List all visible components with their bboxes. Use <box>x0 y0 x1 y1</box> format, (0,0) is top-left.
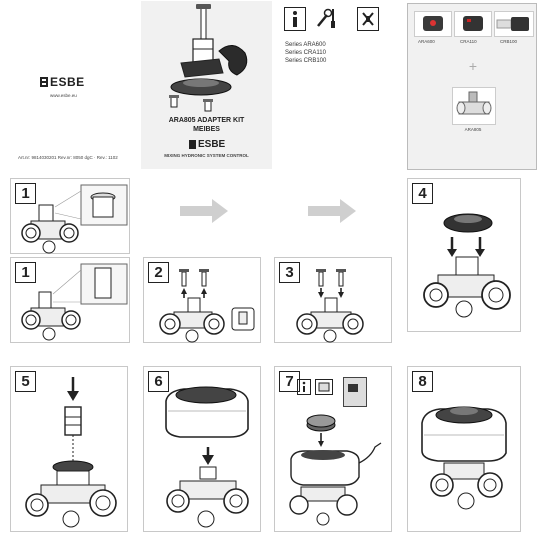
tools-icon <box>315 7 337 29</box>
step-7-illustration <box>289 414 382 526</box>
step-number: 3 <box>279 262 300 283</box>
arrow-right-icon <box>180 199 228 223</box>
tagline: MIXING HYDRONIC SYSTEM CONTROL <box>164 153 249 158</box>
booklet-icon <box>343 377 367 407</box>
step-number: 1 <box>15 262 36 283</box>
esbe-logo-mark <box>189 140 196 149</box>
step-number: 7 <box>279 371 300 392</box>
step-1a-panel: 1 <box>10 178 130 254</box>
step-number: 6 <box>148 371 169 392</box>
step-7-panel: 7 <box>274 366 392 532</box>
adapter-kit-illustration <box>169 4 248 112</box>
kit-title: ARA805 ADAPTER KIT <box>168 117 245 124</box>
product-thumb-cra110 <box>454 11 492 37</box>
step-4-illustration <box>423 213 511 318</box>
step-5-illustration <box>25 377 117 528</box>
product-label: ARA600 <box>418 39 435 44</box>
series-item: Series CRB100 <box>285 58 327 64</box>
step-3-panel: 3 <box>274 257 392 343</box>
series-item: Series CRA110 <box>285 50 326 56</box>
step-2-panel: 2 <box>143 257 261 343</box>
no-power-icon <box>357 7 379 31</box>
compatibility-panel: ARA600 CRA110 CRB100 + ARA805 <box>407 3 537 170</box>
step-number: 8 <box>412 371 433 392</box>
article-number: Art.nr: 9814030201 Rev.nr: 8050 dgC · Re… <box>18 155 118 160</box>
step-number: 2 <box>148 262 169 283</box>
cover-panel: ARA805 ADAPTER KIT MEIBES ESBE MIXING HY… <box>141 1 272 169</box>
step-4-panel: 4 <box>407 178 521 332</box>
step-6-panel: 6 <box>143 366 261 532</box>
esbe-logo-mark <box>40 77 48 87</box>
step-5-panel: 5 <box>10 366 128 532</box>
manual-icon <box>315 379 333 395</box>
step-8-panel: 8 <box>407 366 521 532</box>
valve-thumb <box>452 87 496 125</box>
kit-subtitle: MEIBES <box>193 126 220 133</box>
logo-text: ESBE <box>50 75 85 89</box>
product-label: CRA110 <box>460 39 477 44</box>
info-icon <box>284 7 306 31</box>
step-1a-illustration <box>21 184 128 254</box>
series-item: Series ARA600 <box>285 42 326 48</box>
valve-label: ARA805 <box>464 127 482 132</box>
series-list: Series ARA600 Series CRA110 Series CRB10… <box>285 41 326 65</box>
product-thumb-ara600 <box>414 11 452 37</box>
step-number: 5 <box>15 371 36 392</box>
arrow-right-icon <box>308 199 356 223</box>
step-2-illustration <box>159 269 255 343</box>
step-6-illustration <box>165 386 249 528</box>
step-1b-panel: 1 <box>10 257 130 343</box>
step-8-illustration <box>421 406 507 510</box>
step-number: 4 <box>412 183 433 204</box>
product-label: CRB100 <box>500 39 518 44</box>
step-3-illustration <box>296 269 364 343</box>
product-thumb-crb100 <box>494 11 534 37</box>
website-text: www.esbe.eu <box>50 93 77 98</box>
info-icon <box>297 379 311 395</box>
plus-sign: + <box>468 58 478 74</box>
step-number: 1 <box>15 183 36 204</box>
step-1b-illustration <box>21 263 128 341</box>
cover-logo-text: ESBE <box>198 139 226 150</box>
